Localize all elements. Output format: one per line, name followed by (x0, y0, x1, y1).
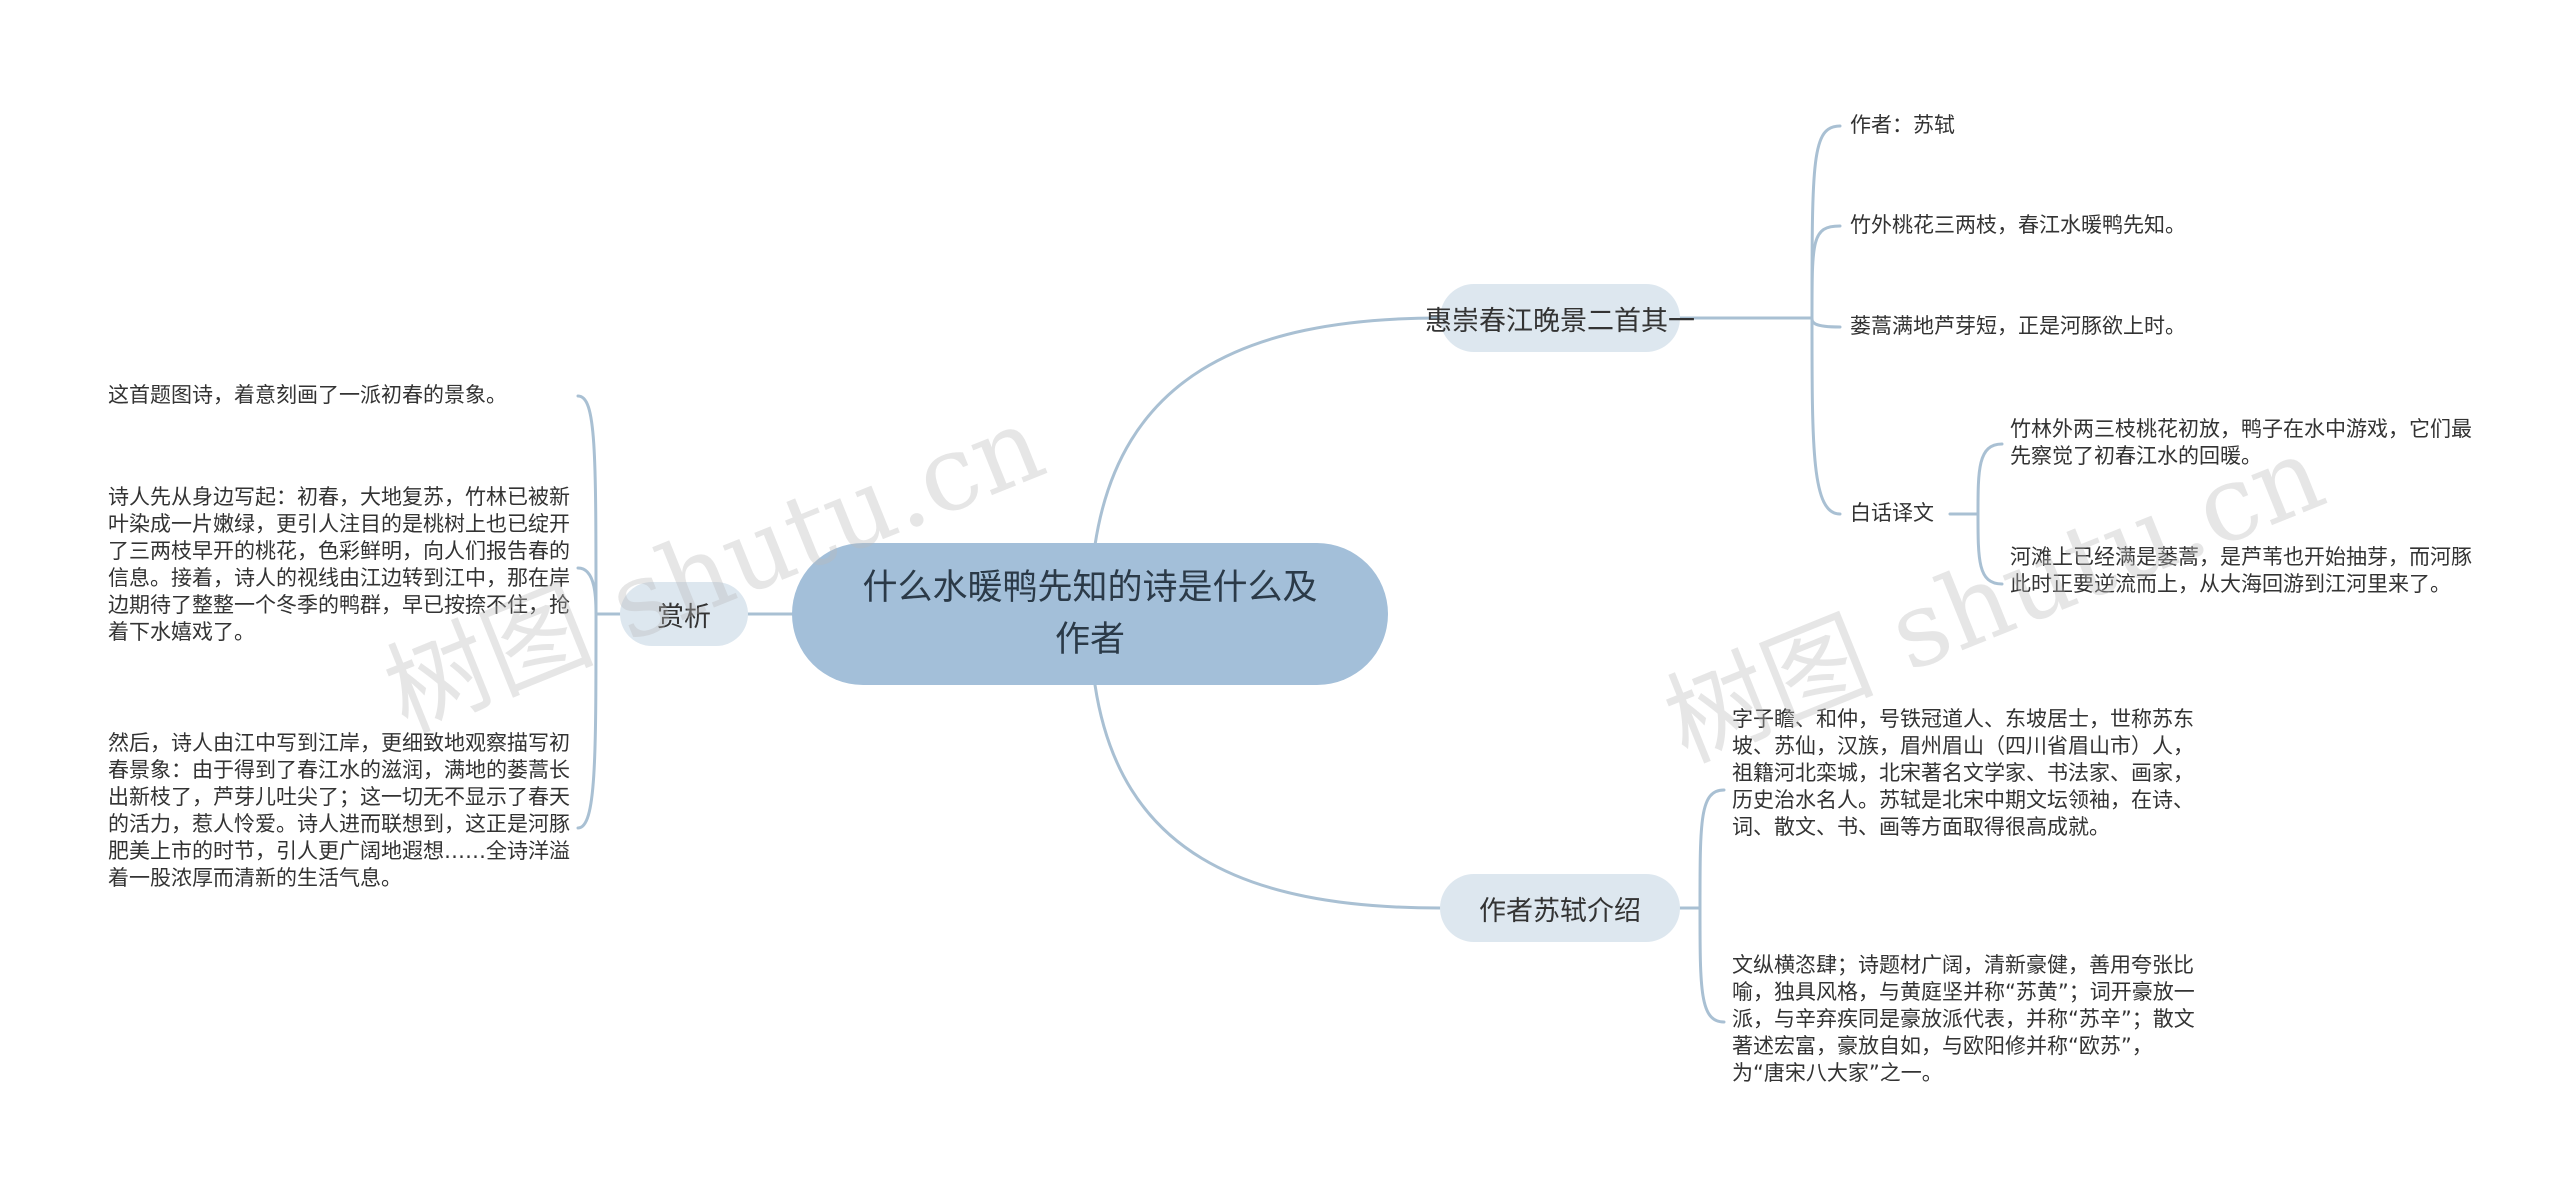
link-translation-item1 (1976, 442, 2004, 516)
appreciation-item-2[interactable]: 诗人先从身边写起：初春，大地复苏，竹林已被新叶染成一片嫩绿，更引人注目的是桃树上… (108, 485, 570, 644)
branch-poem-label: 惠崇春江晚景二首其一 (1425, 305, 1695, 337)
appreciation-item-1[interactable]: 这首题图诗，着意刻画了一派初春的景象。 (108, 383, 507, 407)
translation-label[interactable]: 白话译文 (1850, 501, 1934, 525)
branch-appreciation[interactable]: 赏析 (620, 582, 748, 646)
link-root-author (1093, 683, 1442, 910)
link-poem-line1 (1810, 224, 1842, 320)
link-app-item2 (576, 566, 598, 616)
branch-poem[interactable]: 惠崇春江晚景二首其一 (1425, 284, 1695, 352)
link-author-item2 (1698, 906, 1726, 1024)
link-author-item1 (1698, 788, 1726, 910)
link-root-poem (1093, 316, 1442, 547)
author-intro-1[interactable]: 字子瞻、和仲，号铁冠道人、东坡居士，世称苏东坡、苏仙，汉族，眉州眉山（四川省眉山… (1732, 707, 2194, 839)
poem-line-1[interactable]: 竹外桃花三两枝，春江水暖鸭先知。 (1850, 213, 2186, 237)
root-topic-text: 什么水暖鸭先知的诗是什么及作者 (862, 568, 1318, 660)
author-intro-2[interactable]: 文纵横恣肆；诗题材广阔，清新豪健，善用夸张比喻，独具风格，与黄庭坚并称“苏黄”；… (1732, 953, 2195, 1085)
link-app-item3 (576, 612, 598, 830)
translation-item-2[interactable]: 河滩上已经满是蒌蒿，是芦苇也开始抽芽，而河豚此时正要逆流而上，从大海回游到江河里… (2010, 545, 2472, 596)
link-translation-item2 (1976, 512, 2004, 586)
branch-author-label: 作者苏轼介绍 (1479, 895, 1641, 927)
link-poem-author (1810, 124, 1842, 320)
link-poem-line2 (1810, 316, 1842, 329)
appreciation-item-3[interactable]: 然后，诗人由江中写到江岸，更细致地观察描写初春景象：由于得到了春江水的滋润，满地… (108, 731, 570, 890)
poem-line-2[interactable]: 蒌蒿满地芦芽短，正是河豚欲上时。 (1850, 314, 2186, 338)
poem-author-line[interactable]: 作者：苏轼 (1850, 113, 1955, 137)
translation-item-1[interactable]: 竹林外两三枝桃花初放，鸭子在水中游戏，它们最先察觉了初春江水的回暖。 (2010, 417, 2472, 468)
branch-author[interactable]: 作者苏轼介绍 (1440, 874, 1680, 942)
link-app-item1 (576, 394, 598, 616)
link-poem-translation (1810, 316, 1842, 516)
root-topic[interactable]: 什么水暖鸭先知的诗是什么及作者 (792, 543, 1388, 685)
branch-appreciation-label: 赏析 (657, 601, 711, 633)
